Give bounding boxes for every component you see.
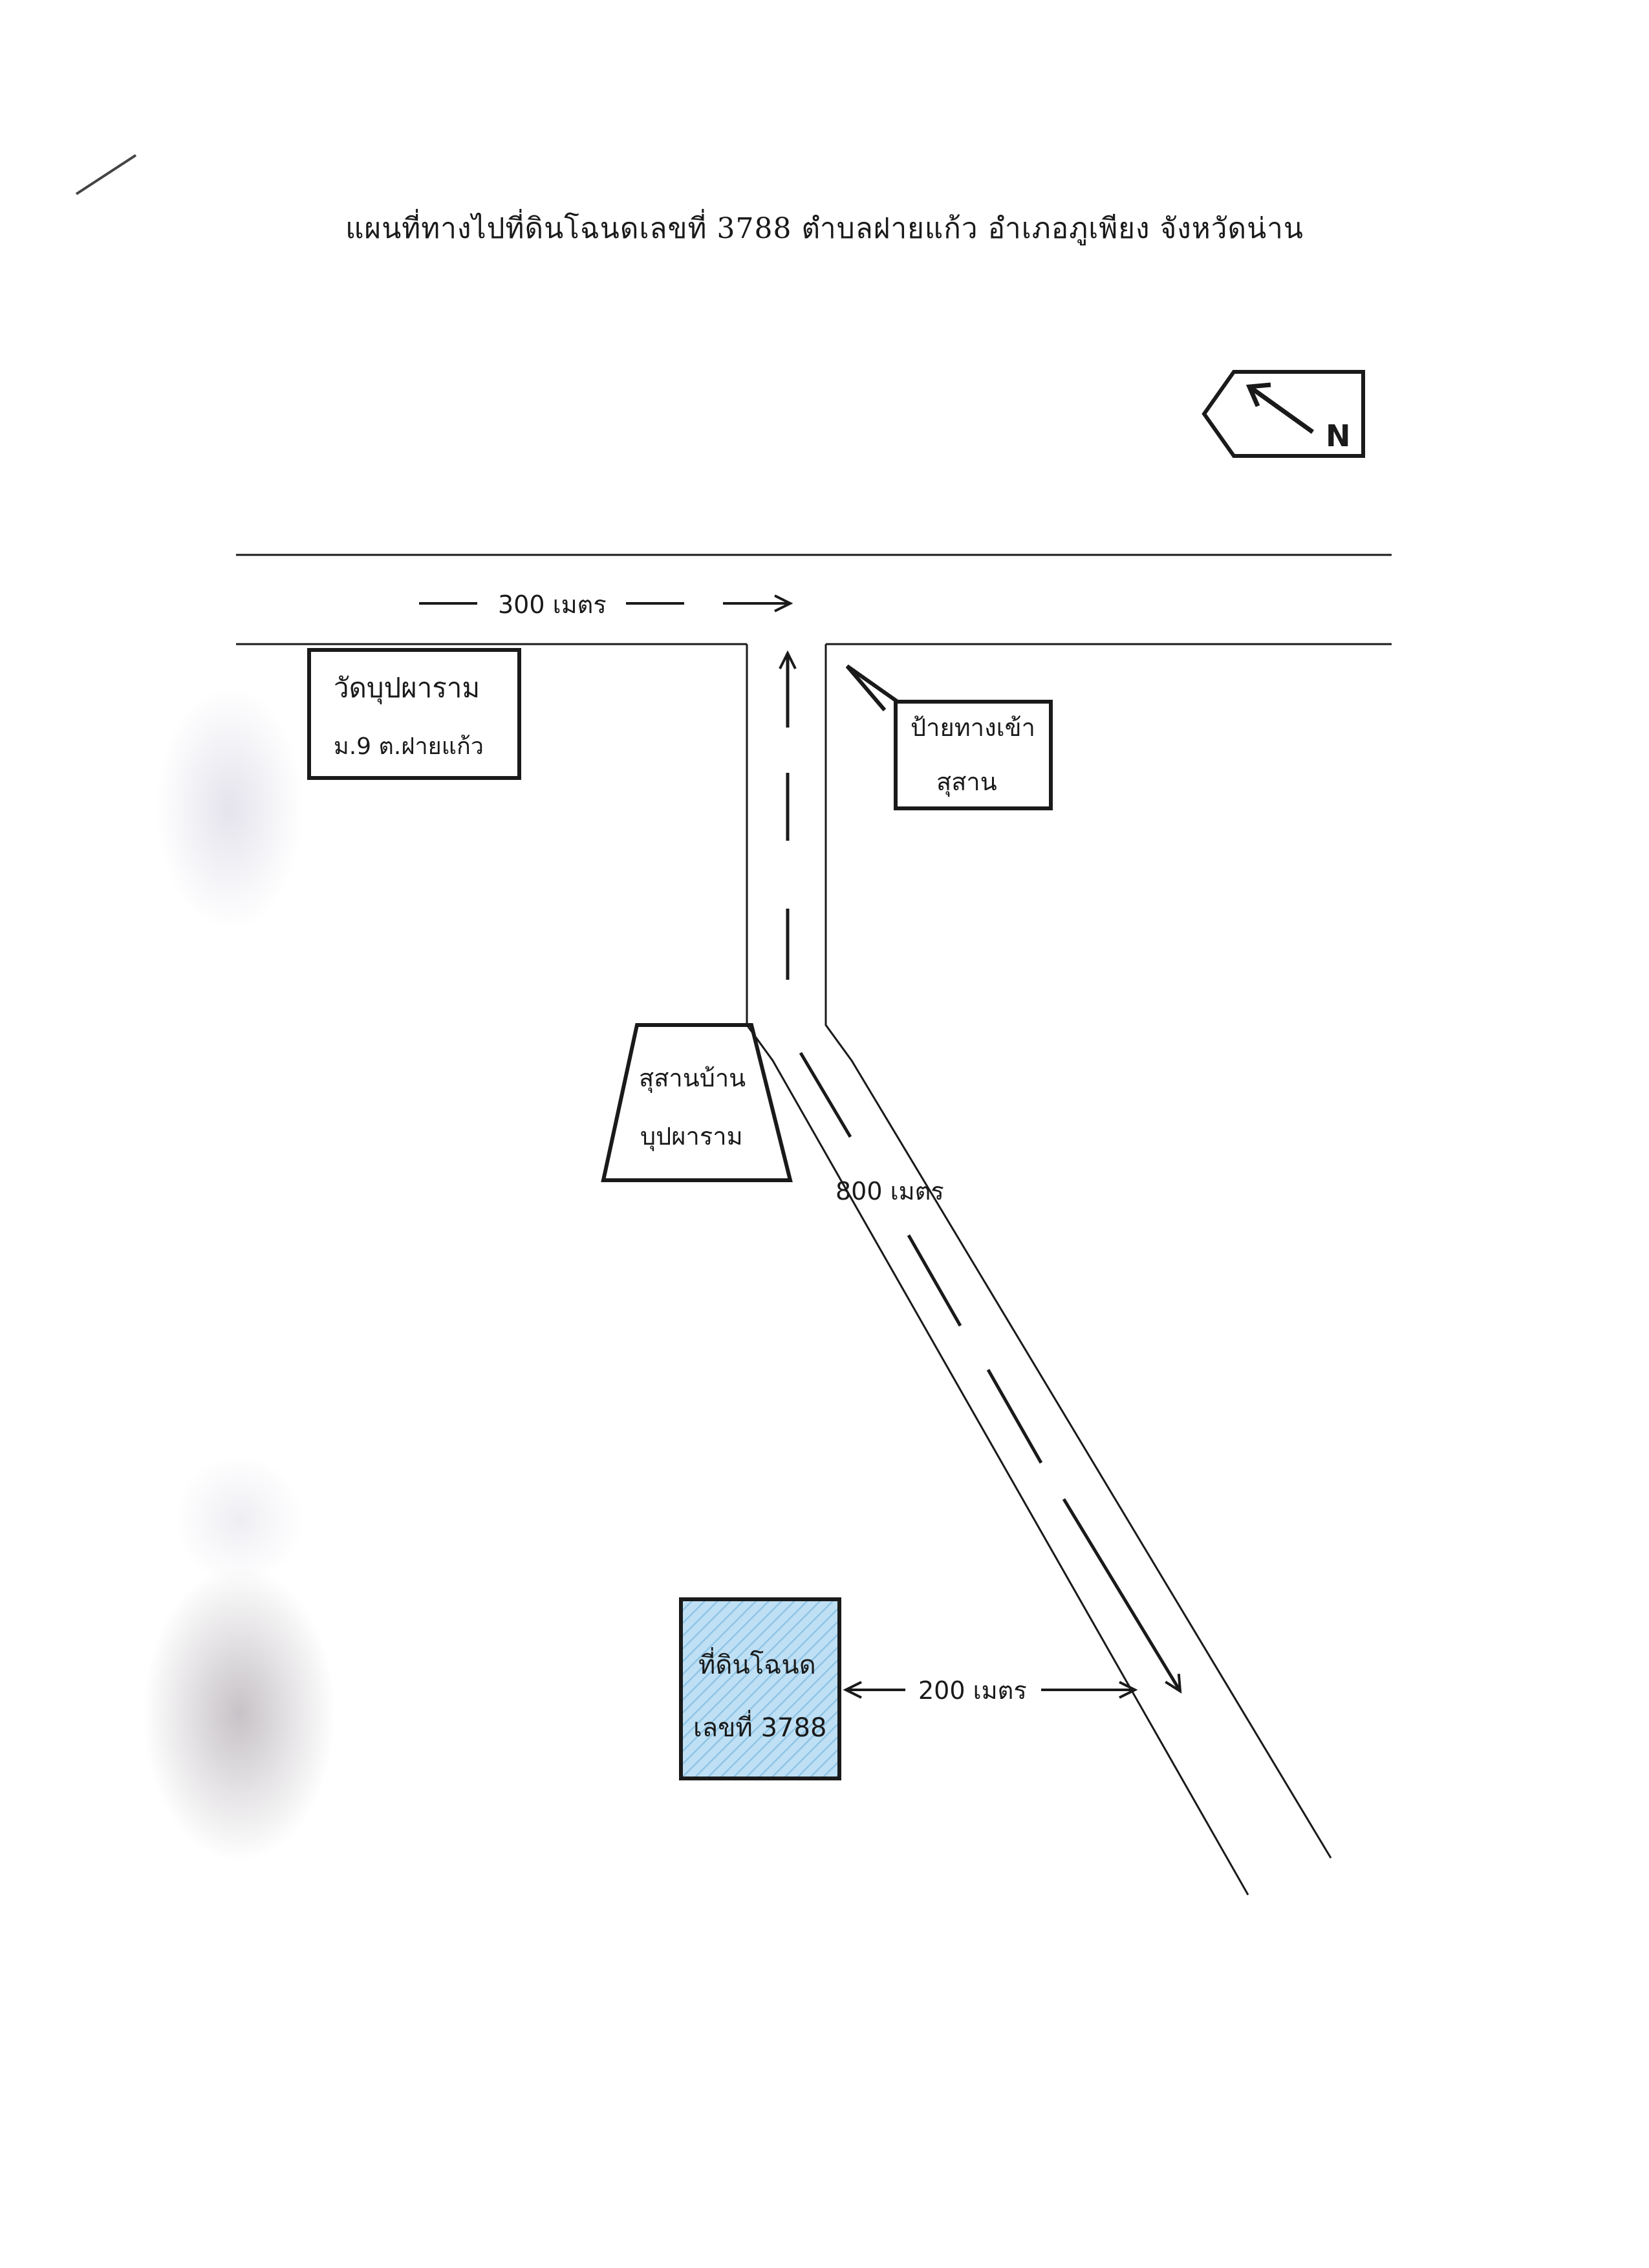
side-road-dash	[986, 1368, 1043, 1464]
cemetery-sign: ป้ายทางเข้า สุสาน	[845, 664, 1053, 810]
temple-box: วัดบุปผาราม ม.9 ต.ฝายแก้ว	[307, 648, 521, 780]
land-parcel: ที่ดินโฉนด เลขที่ 3788	[679, 1597, 841, 1780]
sign-label-line1: ป้ายทางเข้า	[911, 713, 1035, 742]
cemetery-label-line2: บุปผาราม	[640, 1122, 743, 1151]
scan-smudge	[142, 1565, 336, 1863]
parcel-label-line1: ที่ดินโฉนด	[698, 1647, 816, 1680]
main-road: 300 เมตร	[236, 554, 1392, 645]
side-road-direction-arrow	[1062, 1498, 1180, 1691]
cemetery-label-line1: สุสานบ้าน	[639, 1064, 746, 1093]
temple-frame	[307, 648, 521, 780]
side-road: 800 เมตร	[746, 644, 1332, 1895]
north-label: N	[1326, 418, 1351, 453]
cemetery-frame	[601, 1023, 793, 1182]
distance-200: 200 เมตร	[846, 1676, 1135, 1705]
side-road-edge-left	[746, 644, 1249, 1895]
side-road-edge-right	[824, 644, 1332, 1859]
north-arrow-head	[1245, 382, 1271, 407]
side-road-dash	[907, 1234, 962, 1327]
parcel-frame	[679, 1597, 841, 1780]
sign-label-line2: สุสาน	[936, 768, 997, 797]
distance-800-label: 800 เมตร	[835, 1177, 944, 1205]
scan-mark	[75, 154, 137, 195]
distance-200-label: 200 เมตร	[918, 1676, 1027, 1705]
temple-name: วัดบุปผาราม	[334, 672, 480, 705]
north-arrow-pointer	[1249, 386, 1315, 434]
cemetery: สุสานบ้าน บุปผาราม	[601, 1023, 793, 1182]
scan-smudge	[175, 1455, 304, 1584]
side-road-dash	[799, 1052, 852, 1138]
map-title: แผนที่ทางไปที่ดินโฉนดเลขที่ 3788 ตำบลฝาย…	[345, 212, 1304, 245]
parcel-label-line2: เลขที่ 3788	[693, 1710, 826, 1743]
temple-address: ม.9 ต.ฝายแก้ว	[334, 733, 484, 760]
sign-pointer	[845, 664, 903, 711]
distance-300-label: 300 เมตร	[498, 590, 607, 619]
north-arrow: N	[1202, 370, 1365, 458]
north-arrow-frame	[1202, 370, 1365, 458]
scan-smudge	[155, 686, 304, 931]
sign-frame	[894, 700, 1053, 810]
